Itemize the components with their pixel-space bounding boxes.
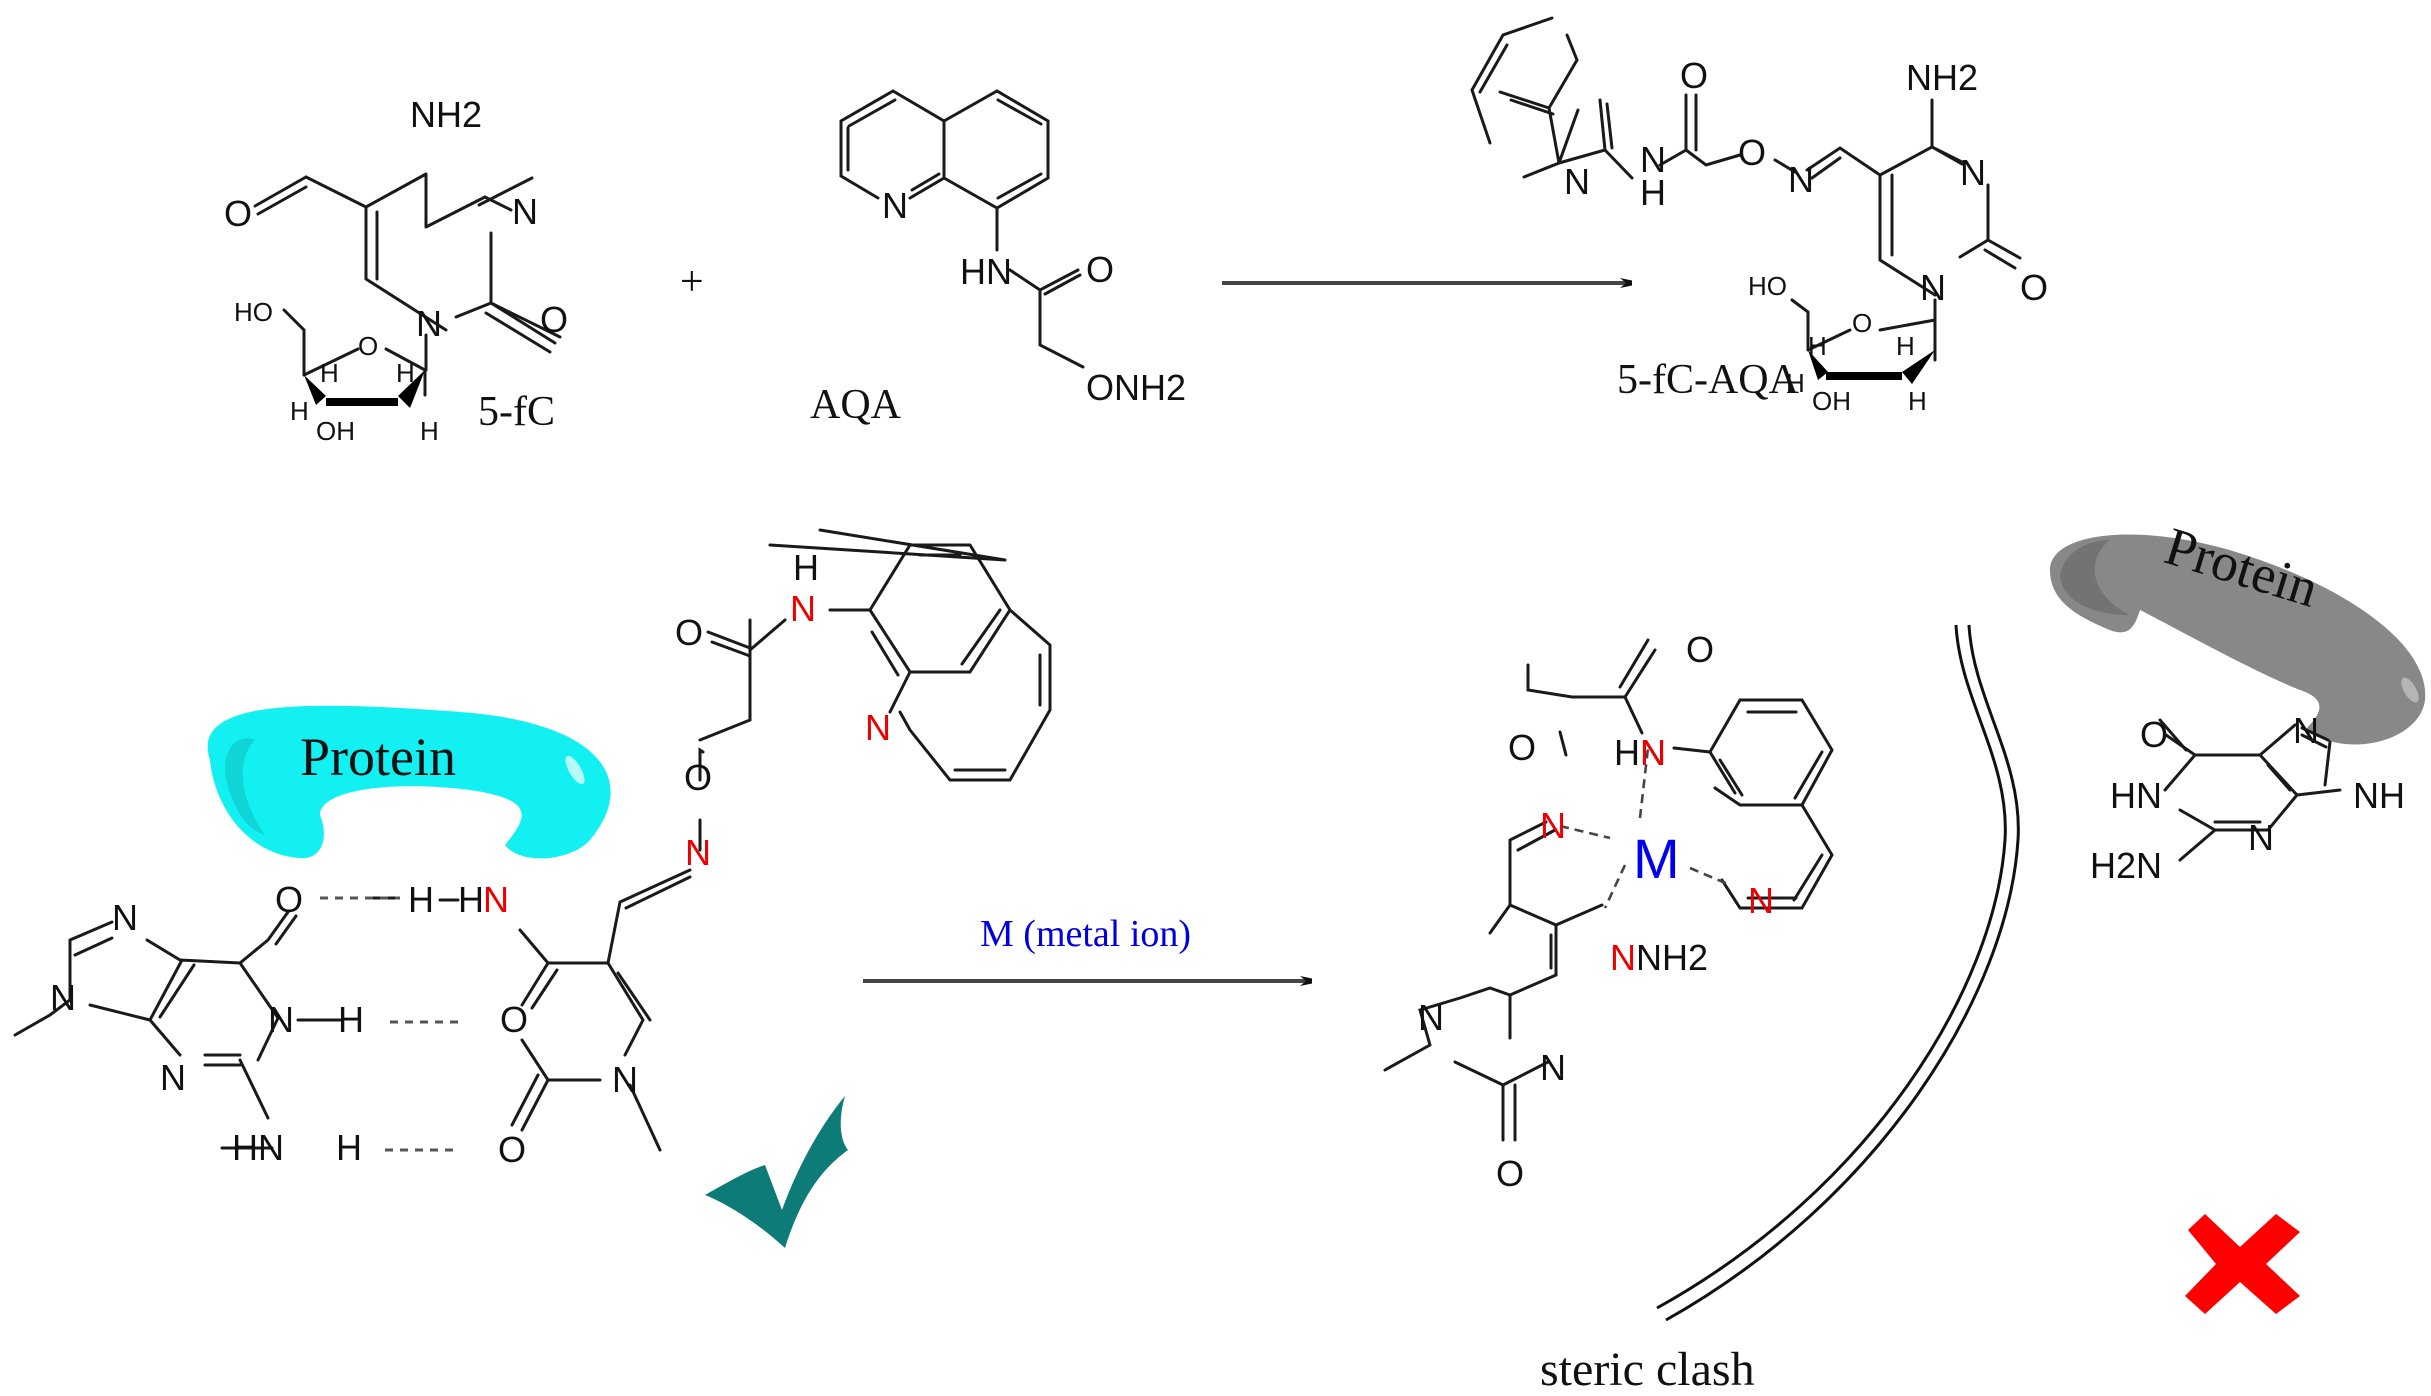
atom-nh2: NH2: [410, 94, 482, 135]
atom-c2-o: O: [540, 299, 568, 340]
guanine-base-paired: N N O N H N HN H: [13, 879, 400, 1168]
atom-o6: O: [2140, 714, 2168, 755]
label-5fc-aqa: 5-fC-AQA: [1617, 357, 1800, 403]
molecule-5fc-aqa: N N H O O N NH2 N O N HO O H H H OH H 5-…: [1470, 16, 2048, 416]
atom-n1: N: [1418, 997, 1444, 1038]
atom-oh: OH: [316, 416, 355, 446]
arrow-label-metal-ion: M (metal ion): [980, 913, 1191, 955]
atom-c2-o: O: [498, 1129, 526, 1170]
atom-onh2: ONH2: [1086, 367, 1186, 408]
atom-amide-hn: HN: [960, 251, 1012, 292]
atom-h: H: [408, 879, 434, 920]
atom-c2-o: O: [1496, 1153, 1524, 1194]
atom-n7: N: [112, 897, 138, 938]
atom-h: H: [396, 358, 415, 388]
guanine-free: O N HN NH N H2N: [2090, 710, 2405, 886]
atom-oxime-n: N: [685, 832, 711, 873]
atom-n3: O: [500, 999, 528, 1040]
atom-amide-h: H: [1640, 172, 1666, 213]
atom-h1: H: [338, 999, 364, 1040]
atom-carbonyl-o: O: [1086, 249, 1114, 290]
atom-carbonyl-o: O: [675, 612, 703, 653]
atom-n1: N: [612, 1059, 638, 1100]
atom-amine-n: N: [483, 879, 509, 920]
atom-quinoline-n: N: [1564, 161, 1590, 202]
cross-mark-icon: [2185, 1214, 2300, 1314]
protein-cyan: Protein: [207, 705, 611, 859]
label-aqa: AQA: [810, 382, 902, 428]
atom-n1: N: [416, 303, 442, 344]
molecule-5fc: NH2 N O N O HO O H H H OH H 5-fC: [224, 94, 568, 446]
label-5fc: 5-fC: [478, 389, 555, 435]
atom-oh: OH: [1812, 386, 1851, 416]
atom-amide-n: N: [1640, 139, 1666, 180]
atom-h2: H: [336, 1127, 362, 1168]
atom-hn2: HN: [232, 1127, 284, 1168]
atom-ring-o: O: [1852, 308, 1872, 338]
atom-h: H: [1908, 386, 1927, 416]
metal-complex: O O HN N M N N N NH2 N N O: [1383, 629, 1834, 1194]
atom-n9: N: [50, 977, 76, 1018]
cytosine-adduct: H H N N O N H O N O N O: [408, 528, 1052, 1170]
atom-hn1: HN: [2110, 775, 2162, 816]
atom-n1: N: [1920, 267, 1946, 308]
atom-amide-n: N: [1640, 732, 1666, 773]
atom-h: H: [1786, 368, 1805, 398]
atom-amide-n: N: [790, 588, 816, 629]
check-mark-icon: [705, 1096, 848, 1248]
atom-quinoline-n: N: [1748, 880, 1774, 921]
protein-grey: Protein: [2050, 516, 2426, 745]
molecule-aqa: N HN O ONH2 AQA: [810, 89, 1186, 428]
atom-ho: HO: [234, 297, 273, 327]
atom-quinoline-n: N: [865, 707, 891, 748]
atom-oxime-n: N: [1788, 159, 1814, 200]
atom-oxime-n: N: [1540, 805, 1566, 846]
plus-sign: +: [680, 259, 704, 305]
atom-o6: O: [275, 879, 303, 920]
atom-n1: N: [268, 999, 294, 1040]
atom-carbonyl-o: O: [1686, 629, 1714, 670]
atom-amine-n: N: [1610, 937, 1636, 978]
atom-ether-o: O: [1738, 132, 1766, 173]
atom-n7: N: [2293, 710, 2319, 751]
atom-n3: N: [160, 1057, 186, 1098]
atom-n3: N: [2248, 817, 2274, 858]
atom-amide-h: H: [793, 547, 819, 588]
atom-ether-o: O: [1508, 727, 1536, 768]
atom-h: H: [320, 358, 339, 388]
atom-carbonyl-o: O: [1680, 55, 1708, 96]
atom-ether-o: O: [684, 757, 712, 798]
atom-h: H: [290, 396, 309, 426]
atom-quinoline-n: N: [882, 185, 908, 226]
atom-n3: N: [1960, 152, 1986, 193]
atom-amide-h: HN: [1614, 732, 1666, 773]
steric-clash-label: steric clash: [1540, 1343, 1755, 1396]
atom-nh9: NH: [2353, 775, 2405, 816]
atom-n3: N: [1540, 1047, 1566, 1088]
atom-h: H: [1896, 331, 1915, 361]
protein-label: Protein: [300, 727, 456, 787]
steric-clash-barrier: [1656, 624, 2020, 1322]
atom-ho: HO: [1748, 271, 1787, 301]
atom-nh2: NH2: [1906, 57, 1978, 98]
atom-ring-o: O: [358, 331, 378, 361]
metal-ion-m: M: [1633, 827, 1680, 890]
atom-h2n: H2N: [2090, 845, 2162, 886]
atom-n3: N: [512, 191, 538, 232]
atom-aldehyde-o: O: [224, 193, 252, 234]
atom-amine-h2: NH2: [1636, 937, 1708, 978]
atom-h: H: [458, 879, 484, 920]
atom-h: H: [1808, 331, 1827, 361]
atom-c2-o: O: [2020, 267, 2048, 308]
atom-h: H: [420, 416, 439, 446]
